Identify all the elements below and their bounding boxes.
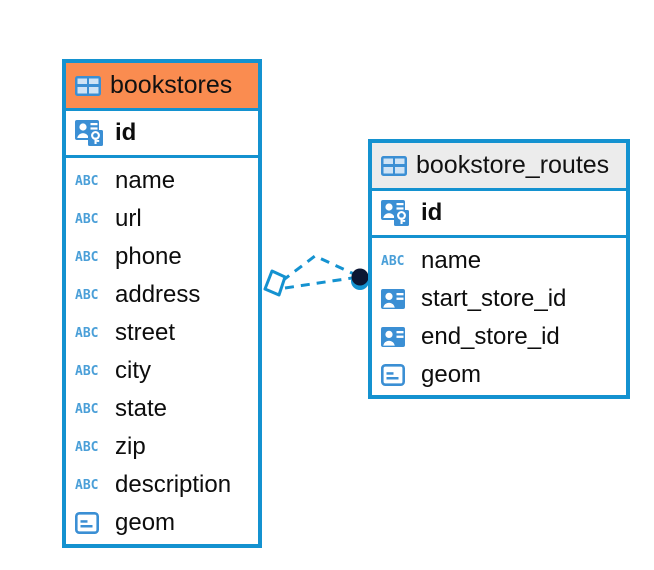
field-label-street: street [115,319,176,346]
field-label-primary-key: id [421,199,443,226]
field-row-end-store-id[interactable]: end_store_id [372,318,626,356]
field-label-state: state [115,395,168,422]
abc-text-icon: ABC [75,363,99,379]
abc-text-icon: ABC [75,211,99,227]
abc-text-icon: ABC [381,253,405,269]
field-row-phone[interactable]: ABC phone [66,238,258,276]
entity-table-bookstore-routes[interactable]: bookstore_routes [368,139,630,399]
geometry-icon [75,512,105,534]
field-label-phone: phone [115,243,182,270]
foreign-key-icon [381,288,411,310]
abc-text-icon: ABC [75,401,99,417]
field-row-name[interactable]: ABC name [372,242,626,280]
abc-text-icon: ABC [75,173,99,189]
primary-key-section-bookstores: id [66,108,258,158]
field-row-primary-key[interactable]: id [66,111,258,155]
field-row-geom[interactable]: geom [372,356,626,394]
geometry-icon [381,364,411,386]
table-icon [381,155,407,176]
diamond-handle-icon[interactable] [263,269,287,297]
primary-key-icon [75,119,105,147]
field-label-geom: geom [421,361,482,388]
field-row-url[interactable]: ABC url [66,200,258,238]
field-list-bookstore-routes: ABC name start_store_id [372,238,626,395]
field-row-description[interactable]: ABC description [66,466,258,504]
field-row-state[interactable]: ABC state [66,390,258,428]
relationship-line-arched[interactable] [281,254,355,283]
abc-text-icon: ABC [75,325,99,341]
field-label-start-store-id: start_store_id [421,285,567,312]
field-row-start-store-id[interactable]: start_store_id [372,280,626,318]
entity-header-bookstores[interactable]: bookstores [66,63,258,108]
field-label-zip: zip [115,433,146,460]
entity-header-bookstore-routes[interactable]: bookstore_routes [372,143,626,188]
entity-title-bookstores: bookstores [110,71,233,99]
field-label-description: description [115,471,232,498]
abc-text-icon: ABC [75,287,99,303]
field-label-name: name [115,167,176,194]
abc-text-icon: ABC [75,477,99,493]
field-label-city: city [115,357,151,384]
field-label-url: url [115,205,142,232]
field-label-primary-key: id [115,119,137,146]
field-row-city[interactable]: ABC city [66,352,258,390]
field-row-geom[interactable]: geom [66,504,258,542]
field-row-address[interactable]: ABC address [66,276,258,314]
field-label-name: name [421,247,482,274]
field-list-bookstores: ABC name ABC url ABC phone ABC address A… [66,158,258,544]
table-icon [75,75,101,96]
primary-key-section-bookstore-routes: id [372,188,626,238]
relationship-line-straight[interactable] [284,276,353,290]
field-row-street[interactable]: ABC street [66,314,258,352]
field-row-name[interactable]: ABC name [66,162,258,200]
field-label-address: address [115,281,201,308]
abc-text-icon: ABC [75,249,99,265]
field-label-end-store-id: end_store_id [421,323,560,350]
field-label-geom: geom [115,509,176,536]
abc-text-icon: ABC [75,439,99,455]
circle-endpoint-icon[interactable] [351,268,369,291]
entity-title-bookstore-routes: bookstore_routes [416,151,610,179]
foreign-key-icon [381,326,411,348]
primary-key-icon [381,199,411,227]
field-row-primary-key[interactable]: id [372,191,626,235]
entity-table-bookstores[interactable]: bookstores [62,59,262,548]
field-row-zip[interactable]: ABC zip [66,428,258,466]
